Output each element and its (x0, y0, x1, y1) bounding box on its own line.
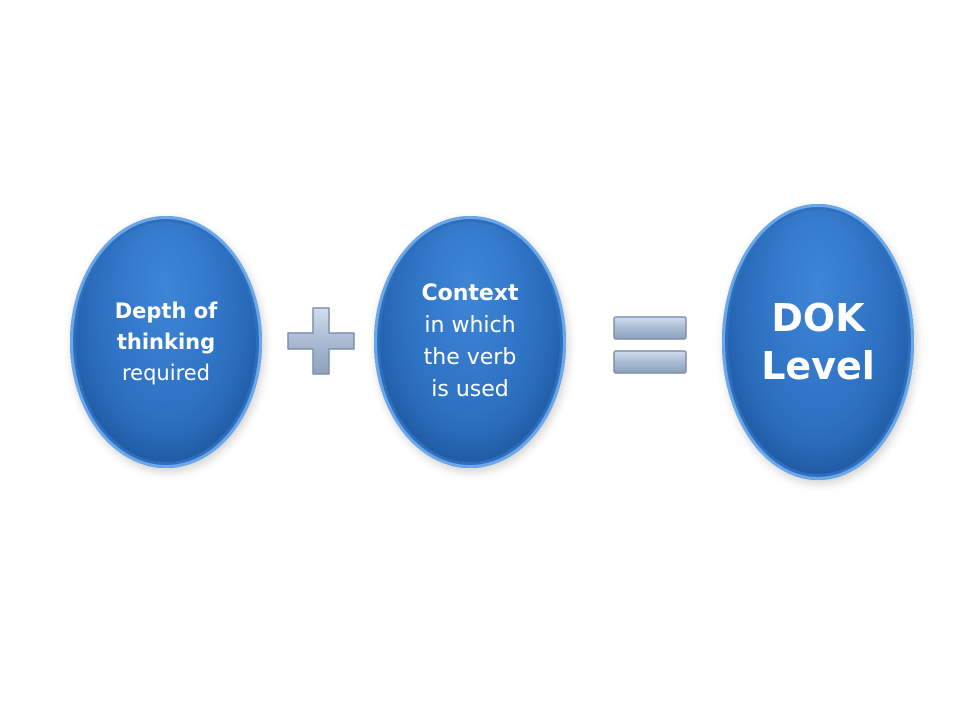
ellipse-2-line-3: the verb (423, 345, 517, 370)
plus-icon (287, 307, 355, 375)
equals-icon (613, 316, 687, 374)
context-ellipse: Context in which the verb is used (374, 216, 566, 468)
ellipse-1-line-3: required (122, 360, 210, 385)
ellipse-1-line-2: thinking (116, 329, 216, 354)
ellipse-3-line-2: Level (761, 344, 875, 388)
ellipse-2-line-1: Context (421, 281, 519, 306)
ellipse-2-line-4: is used (431, 377, 509, 402)
dok-level-ellipse: DOK Level (722, 204, 914, 480)
depth-of-thinking-ellipse: Depth of thinking required (70, 216, 262, 468)
ellipse-2-line-2: in which (424, 313, 516, 338)
ellipse-1-line-1: Depth of (114, 298, 218, 323)
ellipse-3-line-1: DOK (771, 296, 865, 340)
